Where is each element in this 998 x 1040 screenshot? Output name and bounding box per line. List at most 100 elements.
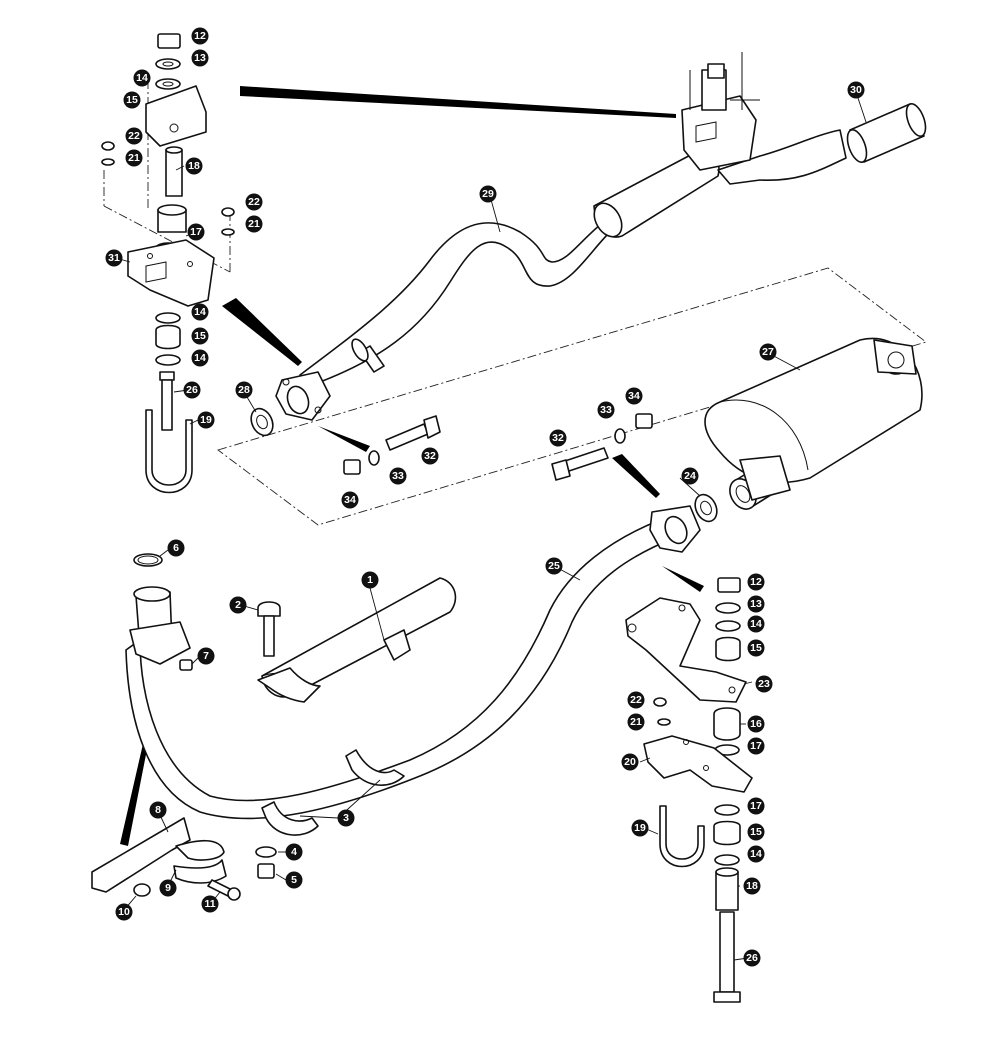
callout-1: 1: [361, 571, 379, 589]
callouts: 1 2 3 4 5 6 7 8 9 10 11 12 13 14 15 22 2…: [105, 27, 865, 967]
svg-text:6: 6: [173, 542, 179, 554]
svg-text:17: 17: [190, 226, 202, 238]
callout-13-right: 13: [747, 595, 765, 613]
svg-text:14: 14: [136, 72, 148, 84]
svg-text:12: 12: [750, 576, 762, 588]
callout-25: 25: [545, 557, 563, 575]
svg-text:13: 13: [750, 598, 762, 610]
callout-8: 8: [149, 801, 167, 819]
callout-17-right-a: 17: [747, 737, 765, 755]
svg-text:13: 13: [194, 52, 206, 64]
callout-22-lower: 22: [627, 691, 645, 709]
svg-text:12: 12: [194, 30, 206, 42]
svg-text:21: 21: [128, 152, 140, 164]
callout-17-right-b: 17: [747, 797, 765, 815]
svg-text:24: 24: [684, 470, 696, 482]
upper-left-hanger-stack: [101, 33, 235, 494]
callout-14-top: 14: [133, 69, 151, 87]
svg-text:33: 33: [600, 404, 612, 416]
callout-5: 5: [285, 871, 303, 889]
svg-text:9: 9: [165, 882, 171, 894]
svg-text:20: 20: [624, 756, 636, 768]
callout-22-right: 22: [245, 193, 263, 211]
svg-text:14: 14: [750, 618, 762, 630]
svg-text:27: 27: [762, 346, 774, 358]
callout-32-left: 32: [421, 447, 439, 465]
svg-text:22: 22: [630, 694, 642, 706]
svg-text:28: 28: [238, 384, 250, 396]
rear-tailpipe-assembly: [275, 129, 847, 421]
heat-shield-and-clamps: [255, 577, 457, 879]
callout-19-top: 19: [197, 411, 215, 429]
svg-text:5: 5: [291, 874, 297, 886]
svg-text:29: 29: [482, 188, 494, 200]
svg-text:22: 22: [248, 196, 260, 208]
callout-15-right-a: 15: [747, 639, 765, 657]
svg-text:19: 19: [200, 414, 212, 426]
callout-10: 10: [115, 903, 133, 921]
callout-14-mid-b: 14: [191, 349, 209, 367]
callout-21-lower: 21: [627, 713, 645, 731]
callout-33-right: 33: [597, 401, 615, 419]
assembly-guide-lines: [103, 80, 927, 526]
arrow-to-rear-hanger: [240, 86, 676, 118]
svg-text:3: 3: [343, 812, 349, 824]
svg-text:15: 15: [750, 826, 762, 838]
callout-32-right: 32: [549, 429, 567, 447]
svg-text:21: 21: [248, 218, 260, 230]
callout-15-mid: 15: [191, 327, 209, 345]
svg-text:15: 15: [194, 330, 206, 342]
svg-text:10: 10: [118, 906, 130, 918]
svg-text:21: 21: [630, 716, 642, 728]
svg-text:23: 23: [758, 678, 770, 690]
svg-text:14: 14: [194, 306, 206, 318]
callout-7: 7: [197, 647, 215, 665]
callout-23: 23: [755, 675, 773, 693]
callout-14-mid-a: 14: [191, 303, 209, 321]
callout-3: 3: [337, 809, 355, 827]
svg-text:14: 14: [750, 848, 762, 860]
svg-text:15: 15: [126, 94, 138, 106]
svg-text:33: 33: [392, 470, 404, 482]
callout-18-lower: 18: [743, 877, 761, 895]
callout-20: 20: [621, 753, 639, 771]
callout-24: 24: [681, 467, 699, 485]
callout-26-top: 26: [183, 381, 201, 399]
lower-right-hanger-stack: [625, 577, 753, 1003]
callout-27: 27: [759, 343, 777, 361]
callout-6: 6: [167, 539, 185, 557]
svg-text:18: 18: [746, 880, 758, 892]
callout-28: 28: [235, 381, 253, 399]
svg-text:19: 19: [634, 822, 646, 834]
svg-text:26: 26: [186, 384, 198, 396]
svg-text:2: 2: [235, 599, 241, 611]
svg-text:26: 26: [746, 952, 758, 964]
callout-15-right-b: 15: [747, 823, 765, 841]
manifold-bracket: [91, 817, 241, 901]
arrow-to-front-hanger: [662, 566, 704, 592]
callout-13-top: 13: [191, 49, 209, 67]
svg-text:11: 11: [204, 898, 215, 910]
callout-21-right: 21: [245, 215, 263, 233]
arrow-to-front-flange-bolt: [318, 426, 370, 452]
callout-18-top: 18: [185, 157, 203, 175]
svg-text:14: 14: [194, 352, 206, 364]
callout-14-right-b: 14: [747, 845, 765, 863]
svg-text:8: 8: [155, 804, 161, 816]
callout-9: 9: [159, 879, 177, 897]
callout-14-right-a: 14: [747, 615, 765, 633]
callout-12-top: 12: [191, 27, 209, 45]
svg-text:17: 17: [750, 740, 762, 752]
callout-22-left: 22: [125, 127, 143, 145]
arrow-to-mid-pipe-flange: [222, 298, 302, 366]
callout-2: 2: [229, 596, 247, 614]
svg-text:34: 34: [344, 494, 356, 506]
callout-34-right: 34: [625, 387, 643, 405]
callout-17-top: 17: [187, 223, 205, 241]
callout-19-lower: 19: [631, 819, 649, 837]
callout-11: 11: [201, 895, 219, 913]
center-muffler: [704, 337, 923, 510]
svg-text:34: 34: [628, 390, 640, 402]
svg-text:25: 25: [548, 560, 560, 572]
